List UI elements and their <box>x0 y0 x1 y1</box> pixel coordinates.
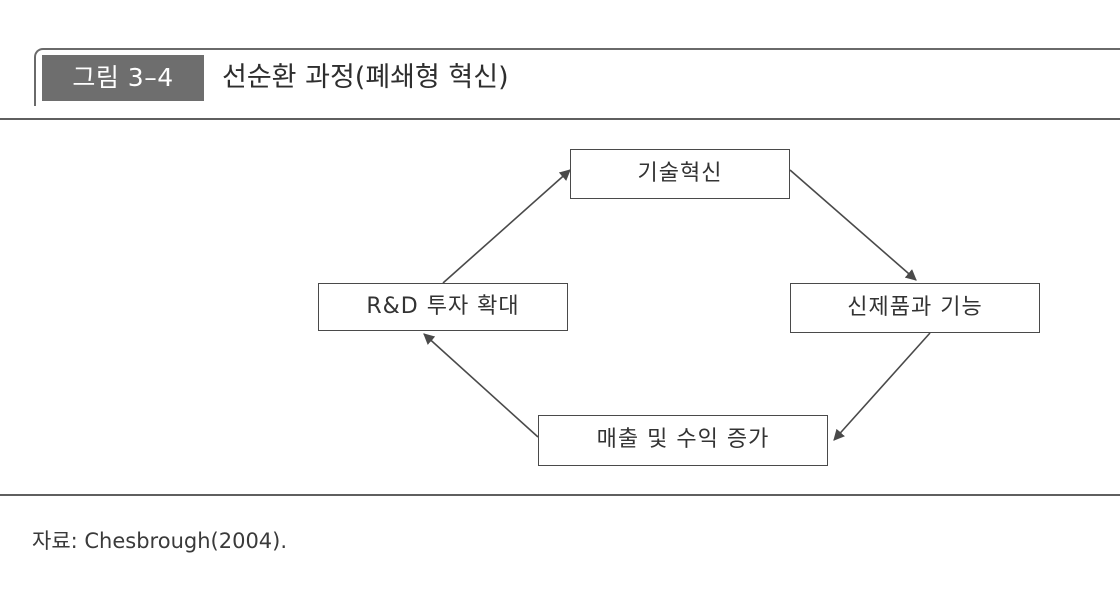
node-revenue-growth: 매출 및 수익 증가 <box>538 415 828 466</box>
figure-label-badge: 그림 3–4 <box>42 55 204 101</box>
source-note: 자료: Chesbrough(2004). <box>32 529 288 553</box>
node-new-products: 신제품과 기능 <box>790 283 1040 333</box>
figure-title: 선순환 과정(폐쇄형 혁신) <box>222 62 509 93</box>
top-divider <box>0 118 1120 120</box>
arrow-left-to-top <box>442 169 571 284</box>
arrow-bottom-to-left <box>423 333 539 438</box>
arrow-right-to-bottom <box>833 332 931 441</box>
bottom-divider <box>0 494 1120 496</box>
node-rd-investment: R&D 투자 확대 <box>318 283 568 331</box>
figure-header-frame <box>34 48 1120 106</box>
arrow-top-to-right <box>789 169 917 281</box>
node-technology-innovation: 기술혁신 <box>570 149 790 199</box>
